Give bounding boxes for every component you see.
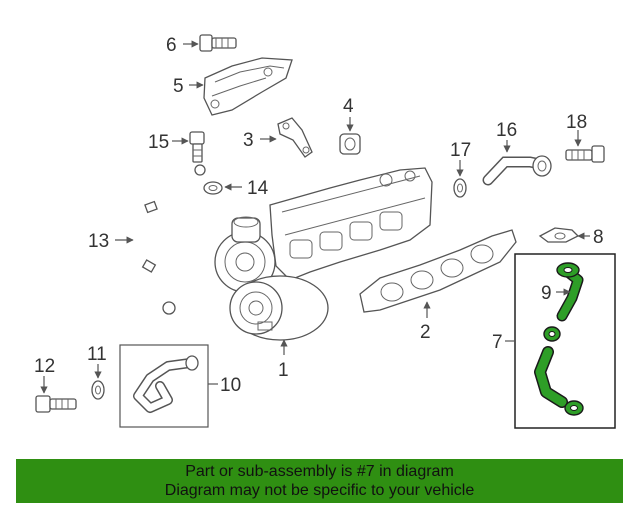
callout-2: 2 (420, 322, 431, 343)
callout-6: 6 (166, 35, 177, 56)
part-7-hose-clamp-upper[interactable] (543, 326, 561, 342)
callout-14: 14 (247, 178, 269, 199)
callout-11: 11 (87, 344, 107, 365)
callout-18: 18 (566, 112, 587, 133)
part-13-oil-pipe (136, 164, 206, 315)
callout-13: 13 (88, 231, 109, 252)
part-16-coolant-pipe (482, 155, 552, 186)
part-15-banjo-bolt (189, 131, 205, 163)
callout-5: 5 (173, 76, 184, 97)
callout-15: 15 (148, 132, 169, 153)
part-5-heat-shield (203, 57, 293, 116)
banner-line-1: Part or sub-assembly is #7 in diagram (185, 463, 454, 480)
callout-4: 4 (343, 96, 354, 117)
callout-8: 8 (593, 227, 604, 248)
part-2-manifold-gasket (359, 229, 517, 313)
parts-diagram: 6 5 4 3 15 14 (34, 34, 616, 429)
callout-9: 9 (541, 283, 552, 304)
part-7-hose[interactable] (534, 346, 568, 408)
callout-3: 3 (243, 130, 254, 151)
callout-12: 12 (34, 356, 55, 377)
banner-line-2: Diagram may not be specific to your vehi… (164, 482, 475, 499)
callout-7: 7 (492, 332, 503, 353)
callout-16: 16 (496, 120, 517, 141)
part-11-washer (91, 380, 105, 400)
part-10-hose-box (119, 344, 218, 428)
info-banner: Part or sub-assembly is #7 in diagram Di… (16, 459, 623, 503)
part-9-pipe[interactable] (556, 262, 584, 322)
part-3-bracket (277, 117, 313, 158)
part-1-turbocharger (214, 167, 433, 341)
part-4-nut (339, 133, 361, 155)
callout-10: 10 (220, 375, 241, 396)
part-17-washer (453, 178, 467, 198)
part-7-hose-clamp-lower[interactable] (564, 400, 584, 416)
part-7-assembly-box (505, 253, 616, 429)
part-18-bolt (565, 145, 605, 163)
callout-17: 17 (450, 140, 471, 161)
part-6-bolt (199, 34, 237, 52)
callout-1: 1 (278, 360, 289, 381)
part-14-washer (203, 181, 223, 195)
part-12-bolt (35, 395, 77, 413)
part-8-gasket (538, 227, 580, 243)
